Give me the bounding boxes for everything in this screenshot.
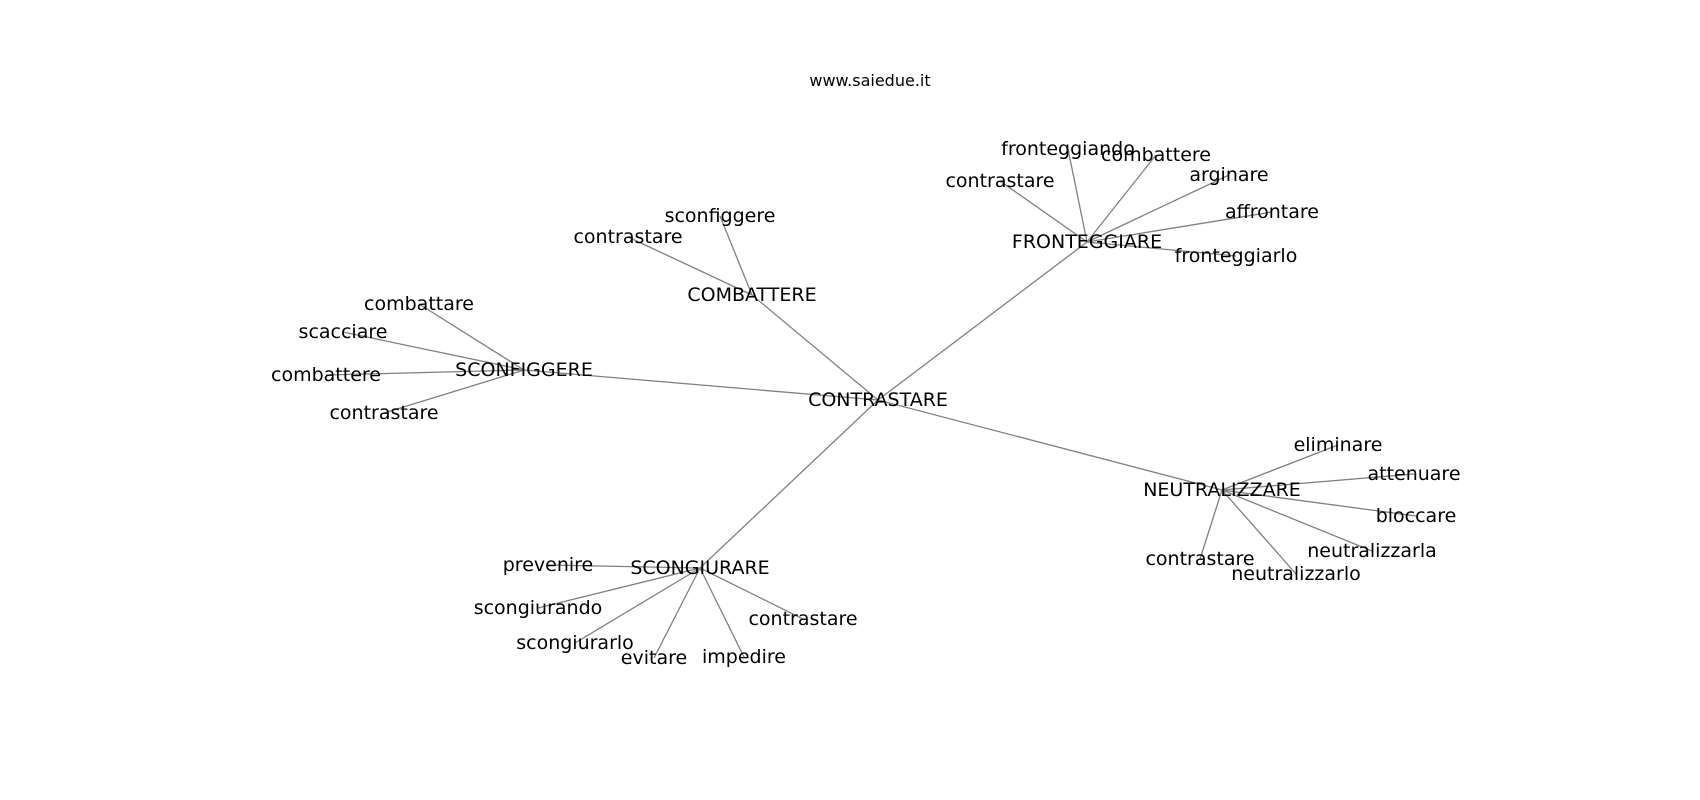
node-label-scgi-scongiurarlo: scongiurarlo	[516, 632, 634, 654]
edge-neutralizzare-neut_attenuare	[1221, 473, 1415, 491]
edge-neutralizzare-neut_contrastare	[1199, 489, 1223, 560]
node-label-scongiurare: SCONGIURARE	[630, 557, 769, 579]
node-label-sconfiggere: SCONFIGGERE	[455, 359, 593, 381]
node-label-fron-arginare: arginare	[1189, 164, 1268, 186]
node-label-scon-combattare: combattare	[364, 293, 474, 315]
edge-contrastare-sconfiggere	[523, 369, 879, 401]
edge-contrastare-combattere	[751, 294, 879, 401]
edge-sconfiggere-scon_combattere	[325, 369, 525, 376]
graph-edges	[325, 148, 1417, 659]
edge-fronteggiare-fron_fronteggiarlo	[1086, 241, 1237, 257]
node-label-fron-fronteggiando: fronteggiando	[1001, 138, 1135, 160]
edge-sconfiggere-scon_contrastare	[383, 369, 525, 414]
edge-contrastare-neutralizzare	[877, 399, 1223, 491]
node-label-scon-combattere: combattere	[271, 364, 381, 386]
edge-sconfiggere-scon_scacciare	[342, 331, 525, 371]
graph-labels: CONTRASTARE COMBATTERE FRONTEGGIARE SCONFIG…	[271, 138, 1461, 669]
node-label-scon-scacciare: scacciare	[299, 321, 388, 343]
node-label-neut-neutralizzarla: neutralizzarla	[1307, 540, 1437, 562]
edge-scongiurare-scgi_contrastare	[699, 567, 804, 620]
node-label-scgi-evitare: evitare	[621, 647, 687, 669]
edge-scongiurare-scgi_evitare	[653, 567, 701, 659]
node-label-scgi-scongiurando: scongiurando	[474, 597, 603, 619]
node-label-contrastare: CONTRASTARE	[808, 389, 948, 411]
edge-sconfiggere-scon_combattare	[418, 303, 525, 371]
node-label-fron-affrontare: affrontare	[1225, 201, 1319, 223]
node-label-neut-attenuare: attenuare	[1367, 463, 1460, 485]
edge-scongiurare-scgi_scongiurando	[537, 567, 701, 609]
edge-neutralizzare-neut_neutralizzarlo	[1221, 489, 1297, 575]
node-label-neut-contrastare: contrastare	[1145, 548, 1254, 570]
node-label-scon-contrastare: contrastare	[329, 402, 438, 424]
watermark-text: www.saiedue.it	[809, 71, 931, 90]
edge-fronteggiare-fron_arginare	[1086, 174, 1230, 243]
node-label-comb-contrastare: contrastare	[573, 226, 682, 248]
edge-neutralizzare-neut_neutralizzarla	[1221, 489, 1373, 552]
node-label-neut-neutralizzarlo: neutralizzarlo	[1231, 563, 1361, 585]
edge-neutralizzare-neut_bloccare	[1221, 489, 1417, 517]
node-label-fronteggiare: FRONTEGGIARE	[1012, 231, 1162, 253]
edge-fronteggiare-fron_affrontare	[1086, 211, 1273, 243]
edge-fronteggiare-fron_contrastare	[999, 180, 1088, 243]
node-label-fron-fronteggiarlo: fronteggiarlo	[1175, 245, 1298, 267]
edge-combattere-comb_sconfiggere	[719, 215, 753, 296]
edge-scongiurare-scgi_impedire	[699, 567, 745, 658]
node-label-scgi-impedire: impedire	[702, 646, 786, 668]
node-label-scgi-prevenire: prevenire	[503, 554, 593, 576]
edge-scongiurare-scgi_scongiurarlo	[574, 567, 701, 644]
node-label-fron-combattere: combattere	[1101, 144, 1211, 166]
node-label-neutralizzare: NEUTRALIZZARE	[1143, 479, 1301, 501]
node-label-neut-bloccare: bloccare	[1376, 505, 1457, 527]
edge-contrastare-fronteggiare	[877, 241, 1088, 401]
edge-fronteggiare-fron_fronteggiando	[1067, 148, 1088, 243]
node-label-scgi-contrastare: contrastare	[748, 608, 857, 630]
node-label-neut-eliminare: eliminare	[1294, 434, 1383, 456]
edge-scongiurare-scgi_prevenire	[547, 564, 701, 569]
edge-neutralizzare-neut_eliminare	[1221, 444, 1339, 491]
node-label-comb-sconfiggere: sconfiggere	[665, 205, 776, 227]
node-label-fron-contrastare: contrastare	[945, 170, 1054, 192]
edge-combattere-comb_contrastare	[627, 236, 753, 296]
node-label-combattere: COMBATTERE	[687, 284, 816, 306]
edge-fronteggiare-fron_combattere	[1086, 154, 1157, 243]
edge-contrastare-scongiurare	[699, 399, 879, 569]
